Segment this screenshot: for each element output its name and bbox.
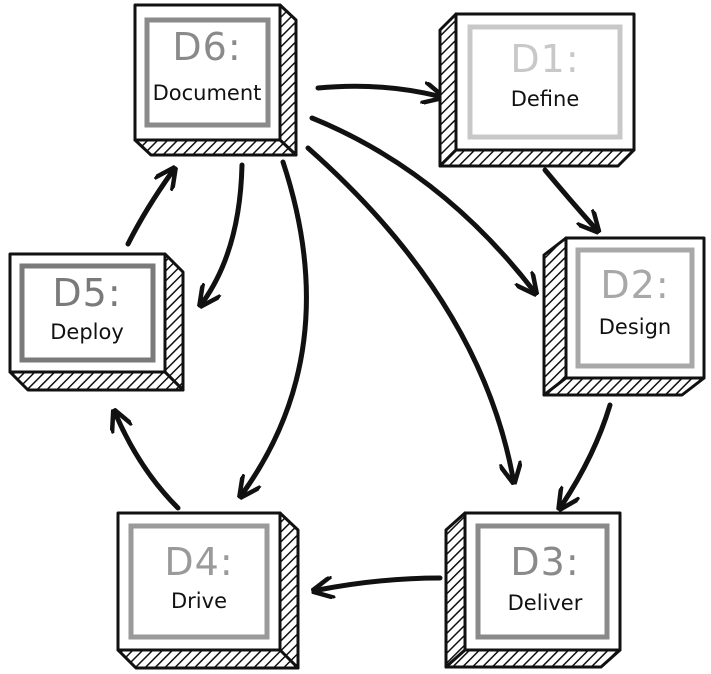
- node-d1-code: D1:: [510, 37, 579, 81]
- node-d3-inner-frame: [475, 523, 610, 640]
- arrow-d6-to-d1: [315, 86, 438, 96]
- node-d6-code: D6:: [172, 25, 241, 69]
- arrow-d4-to-d5: [116, 415, 181, 511]
- node-d5-inner-frame: [19, 263, 156, 363]
- node-d5-name: Deploy: [50, 320, 124, 344]
- node-d1-name: Define: [511, 87, 580, 111]
- node-d2-code: D2:: [600, 263, 669, 307]
- node-d2-inner-frame: [575, 247, 695, 369]
- node-d6-inner-frame: [144, 17, 271, 128]
- node-d1-inner-frame: [467, 24, 623, 140]
- node-d6-name: Document: [153, 81, 262, 105]
- arrow-d1-to-d2: [542, 167, 595, 228]
- arrow-d6-to-d2: [309, 115, 533, 290]
- node-d4-drive[interactable]: D4: Drive: [116, 511, 300, 670]
- nodes-layer: D6: Document D1: Define D2: Design: [8, 3, 706, 670]
- node-d4-code: D4:: [164, 540, 233, 584]
- arrow-d5-to-d6: [125, 172, 172, 247]
- node-d2-design[interactable]: D2: Design: [542, 236, 706, 397]
- node-d5-code: D5:: [52, 271, 121, 315]
- node-d4-name: Drive: [171, 589, 227, 613]
- node-d3-deliver[interactable]: D3: Deliver: [444, 511, 622, 669]
- arrow-d6-to-d3: [305, 145, 513, 478]
- arrow-d2-to-d3: [562, 402, 613, 505]
- node-d6-document[interactable]: D6: Document: [133, 3, 298, 157]
- node-d3-code: D3:: [510, 540, 579, 584]
- arrows-layer: [116, 86, 613, 590]
- node-d4-inner-frame: [128, 523, 270, 640]
- node-d3-name: Deliver: [508, 591, 583, 615]
- arrow-d6-to-d5: [203, 162, 245, 302]
- arrow-d3-to-d4: [318, 575, 443, 590]
- node-d5-deploy[interactable]: D5: Deploy: [8, 252, 185, 392]
- node-d2-name: Design: [599, 315, 672, 339]
- node-d1-define[interactable]: D1: Define: [438, 12, 636, 168]
- arrow-d6-to-d4: [243, 159, 309, 493]
